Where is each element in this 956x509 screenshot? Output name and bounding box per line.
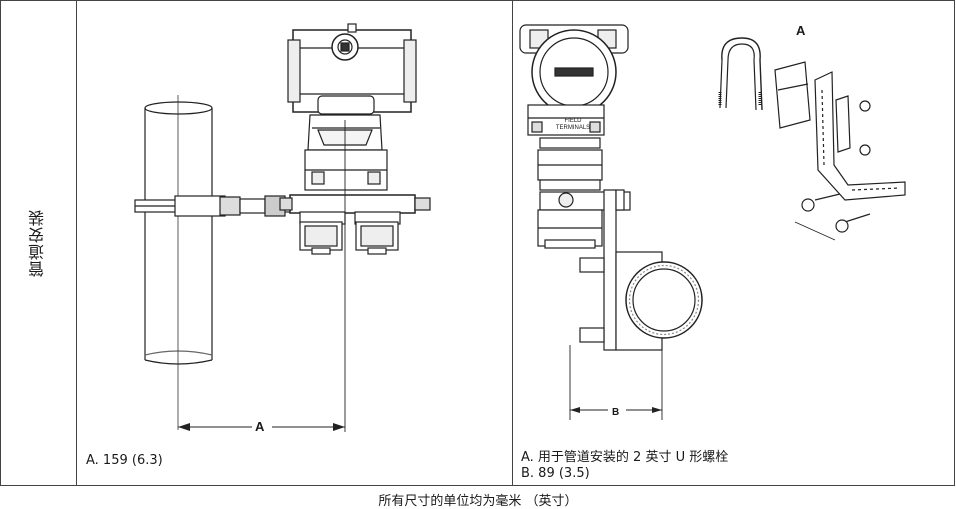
panel2-callout-letter-a: A [796,23,806,38]
field-terminals-label: FIELD TERMINALS [555,118,591,131]
column-divider-left [76,0,77,486]
dimension-b-label-bg [608,402,626,418]
units-note: 所有尺寸的单位均为毫米 （英寸） [378,494,578,509]
pipe-section [625,261,703,339]
process-flange-right [355,221,399,255]
figure-table-frame [0,0,955,486]
bracket-bolts [801,193,871,233]
panel1-caption-a: A. 159 (6.3) [86,453,163,468]
manifold [279,194,431,225]
transmitter-housing [287,23,417,115]
manifold-front [537,191,631,249]
mounting-bracket [134,195,291,217]
dimension-arrows-b [570,407,662,413]
panel2-caption-b: B. 89 (3.5) [521,466,590,481]
u-bolt [719,37,763,111]
angle-bracket [814,71,906,201]
hex-nuts [859,100,871,156]
column-divider-middle [512,0,513,486]
panel2-caption-a: A. 用于管道安装的 2 英寸 U 形螺栓 [521,450,729,465]
clamp-plate [835,95,851,153]
dimension-label-bg [252,418,272,434]
pipe [144,95,213,430]
u-bolt-threads [718,92,762,105]
dimension-leader [794,221,836,241]
process-flange-left [299,221,343,255]
dimension-arrows-a [178,423,345,431]
transmitter-front [519,24,629,191]
panel2-dimension-letter-b: B [612,407,620,418]
panel1-dimension-letter: A [255,419,265,434]
u-bolt-clamp [774,61,811,129]
